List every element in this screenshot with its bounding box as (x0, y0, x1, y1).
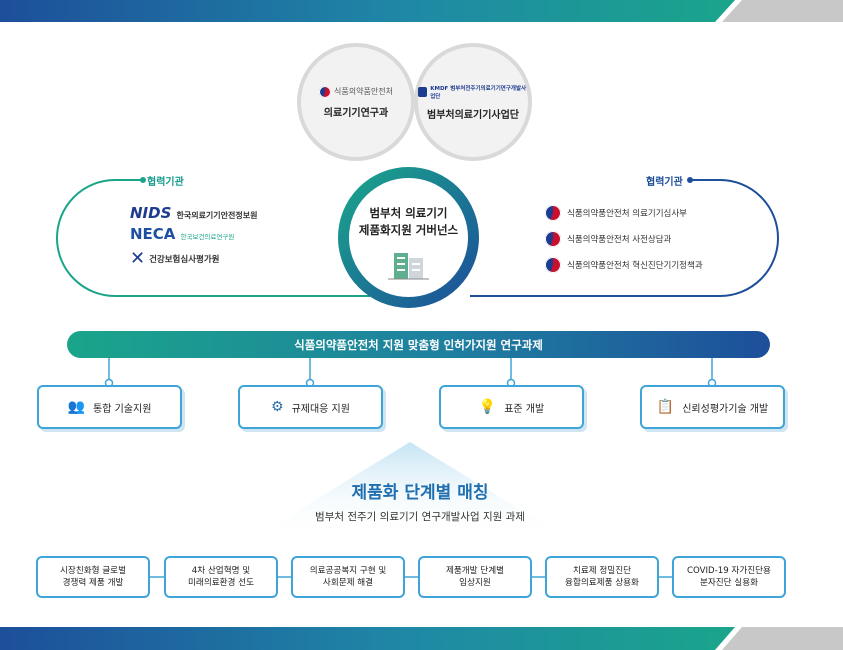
right-partner-item: 식품의약품안전처 혁신진단기기정책과 (545, 257, 703, 273)
right-partner-item: 식품의약품안전처 사전상담과 (545, 231, 671, 247)
mfds-taegeuk-icon (545, 257, 561, 273)
center-title: 범부처 의료기기 제품화지원 거버넌스 (358, 206, 459, 237)
gear-people-icon: ⚙ (271, 399, 284, 415)
service-integrated-tech-support: 👥 통합 기술지원 (37, 385, 182, 429)
right-partner-label: 협력기관 (646, 177, 683, 188)
kmdf-logo-icon (418, 86, 428, 97)
mfds-research-circle: 식품의약품안전처 의료기기연구과 (297, 43, 415, 161)
mfds-research-title: 의료기기연구과 (323, 107, 389, 119)
nids-partner: NIDS 한국의료기기안전정보원 (130, 204, 258, 222)
hira-logo-icon: ✕ (130, 248, 146, 269)
building-icon (388, 253, 429, 280)
right-partner-item: 식품의약품안전처 의료기기심사부 (545, 205, 687, 221)
service-regulatory-support: ⚙ 규제대응 지원 (238, 385, 383, 429)
kmdf-circle: KMDF 범부처전주기의료기기연구개발사업단 범부처의료기기사업단 (414, 43, 532, 161)
lightbulb-hand-icon: 💡 (478, 399, 497, 415)
matching-subtitle: 범부처 전주기 의료기기 연구개발사업 지원 과제 (315, 511, 525, 523)
bottom-decorative-bar (0, 627, 843, 650)
top-decorative-bar (0, 0, 843, 22)
mfds-taegeuk-icon (319, 85, 332, 98)
center-ring (338, 167, 479, 308)
mfds-taegeuk-icon (545, 231, 561, 247)
neca-logo: NECA (130, 225, 176, 243)
kmdf-title: 범부처의료기기사업단 (427, 109, 519, 121)
service-standard-development: 💡 표준 개발 (439, 385, 584, 429)
document-check-icon: 📋 (656, 399, 675, 415)
hira-partner: ✕ 건강보험심사평가원 (130, 248, 220, 269)
neca-partner: NECA 한국보건의료연구원 (130, 225, 235, 243)
matching-title: 제품화 단계별 매칭 (351, 483, 489, 503)
left-partner-label: 협력기관 (147, 177, 184, 188)
service-reliability-evaluation: 📋 신뢰성평가기술 개발 (640, 385, 785, 429)
people-icon: 👥 (67, 399, 86, 415)
program-banner: 식품의약품안전처 지원 맞춤형 인허가지원 연구과제 (67, 331, 770, 358)
nids-logo: NIDS (130, 204, 172, 222)
mfds-taegeuk-icon (545, 205, 561, 221)
